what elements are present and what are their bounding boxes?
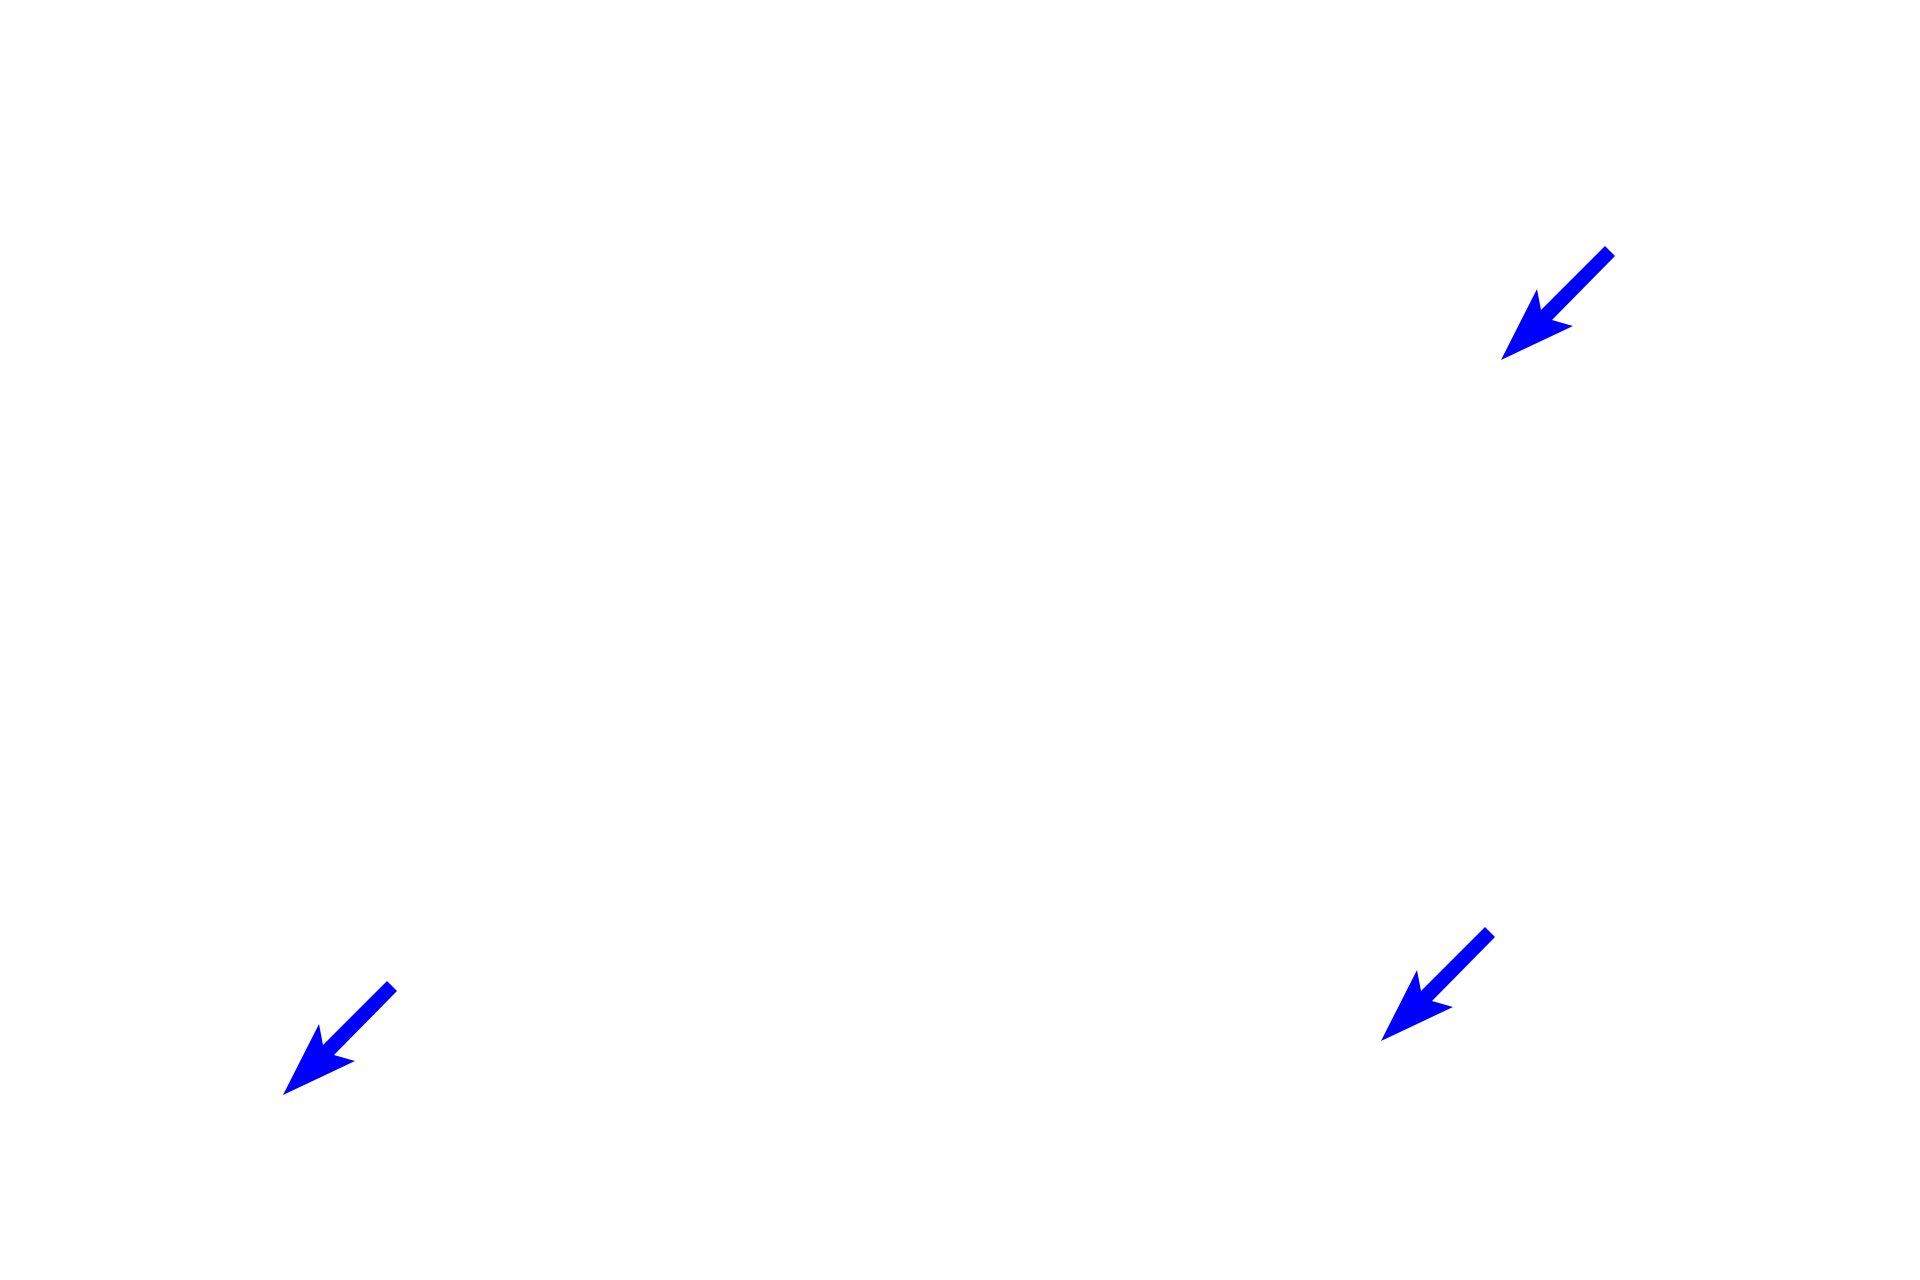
arrow-down-left-icon <box>1501 246 1615 360</box>
arrow-down-left-icon <box>283 981 397 1095</box>
arrow-down-left-icon <box>1381 927 1495 1041</box>
